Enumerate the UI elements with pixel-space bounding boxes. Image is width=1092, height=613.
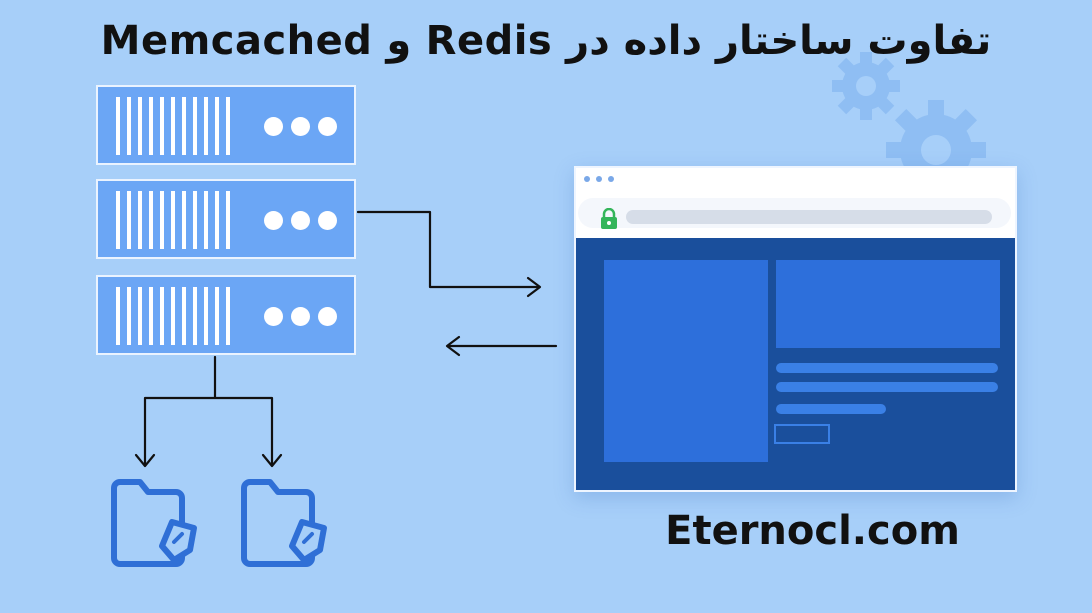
vent-bar [193, 97, 197, 155]
server-icon [96, 85, 356, 165]
server-indicator [318, 211, 337, 230]
arrow-to-folders [143, 355, 274, 466]
arrowhead [526, 276, 542, 298]
server-indicator [318, 117, 337, 136]
vent-bar [193, 287, 197, 345]
text-line [776, 382, 998, 392]
vent-bar [182, 97, 186, 155]
lock-icon [601, 208, 617, 229]
vent-bar [116, 97, 120, 155]
content-image-block [776, 260, 1000, 348]
vent-bar [204, 97, 208, 155]
vent-bar [160, 191, 164, 249]
vent-bar [171, 191, 175, 249]
content-sidebar-block [604, 260, 768, 462]
vent-bar [171, 97, 175, 155]
url-placeholder [626, 210, 992, 224]
arrowhead [134, 453, 156, 468]
secure-folder-icon [111, 479, 197, 567]
vent-bar [215, 287, 219, 345]
vent-bar [138, 287, 142, 345]
vent-bar [160, 97, 164, 155]
vent-bar [204, 287, 208, 345]
vent-bar [127, 287, 131, 345]
secure-folder-icon [241, 479, 327, 567]
vent-bar [138, 97, 142, 155]
vent-bar [226, 97, 230, 155]
vent-bar [127, 97, 131, 155]
vent-bar [204, 191, 208, 249]
vent-bar [171, 287, 175, 345]
vent-bar [160, 287, 164, 345]
vent-bar [215, 97, 219, 155]
server-icon [96, 275, 356, 355]
server-indicator [264, 117, 283, 136]
vent-bar [182, 191, 186, 249]
vent-bar [215, 191, 219, 249]
vent-bar [226, 191, 230, 249]
vent-bar [116, 191, 120, 249]
arrow-to-browser [356, 210, 540, 289]
arrowhead [445, 335, 461, 357]
server-indicator [264, 307, 283, 326]
server-indicator [291, 211, 310, 230]
vent-bar [116, 287, 120, 345]
arrowhead [261, 453, 283, 468]
server-indicator [291, 307, 310, 326]
page-title: تفاوت ساختار داده در Redis و Memcached [100, 18, 992, 64]
window-control-dot [608, 176, 614, 182]
vent-bar [138, 191, 142, 249]
server-indicator [291, 117, 310, 136]
vent-bar [226, 287, 230, 345]
server-icon [96, 179, 356, 259]
content-button-outline [774, 424, 830, 444]
vent-bar [127, 191, 131, 249]
window-control-dot [596, 176, 602, 182]
server-indicator [264, 211, 283, 230]
text-line [776, 363, 998, 373]
gear-icon [832, 52, 900, 120]
vent-bar [149, 97, 153, 155]
vent-bar [149, 287, 153, 345]
page-content [576, 238, 1015, 490]
window-control-dot [584, 176, 590, 182]
vent-bar [182, 287, 186, 345]
vent-bar [149, 191, 153, 249]
vent-bar [193, 191, 197, 249]
browser-window [574, 166, 1017, 492]
site-brand: Eternocl.com [665, 508, 960, 554]
server-indicator [318, 307, 337, 326]
text-line [776, 404, 886, 414]
